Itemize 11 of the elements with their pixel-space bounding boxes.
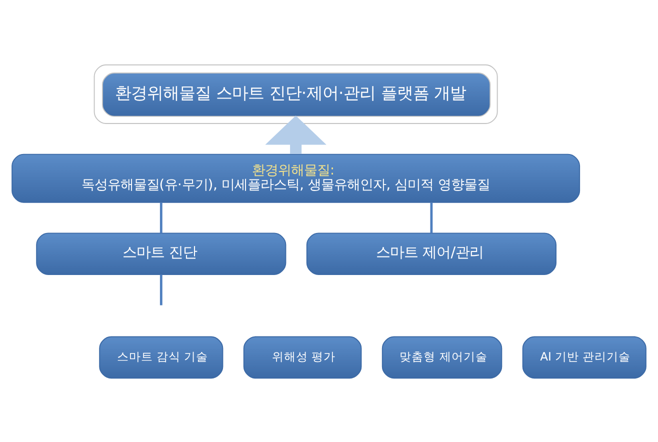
node-box: 스마트 제어/관리 (306, 232, 556, 275)
node-box: 스마트 감식 기술 (99, 336, 224, 378)
node-box: AI 기반 관리기술 (522, 336, 646, 378)
node-box: 맞춤형 제어기술 (382, 336, 502, 378)
arrow (265, 115, 326, 154)
node-box: 위해성 평가 (243, 336, 362, 378)
node-box: 스마트 진단 (36, 232, 286, 275)
node-box: 환경위해물질: 독성유해물질(유·무기), 미세플라스틱, 생물유해인자, 심미적 영향물질 (12, 153, 580, 202)
connector (160, 274, 162, 305)
connector (430, 202, 433, 233)
connector (160, 202, 162, 233)
